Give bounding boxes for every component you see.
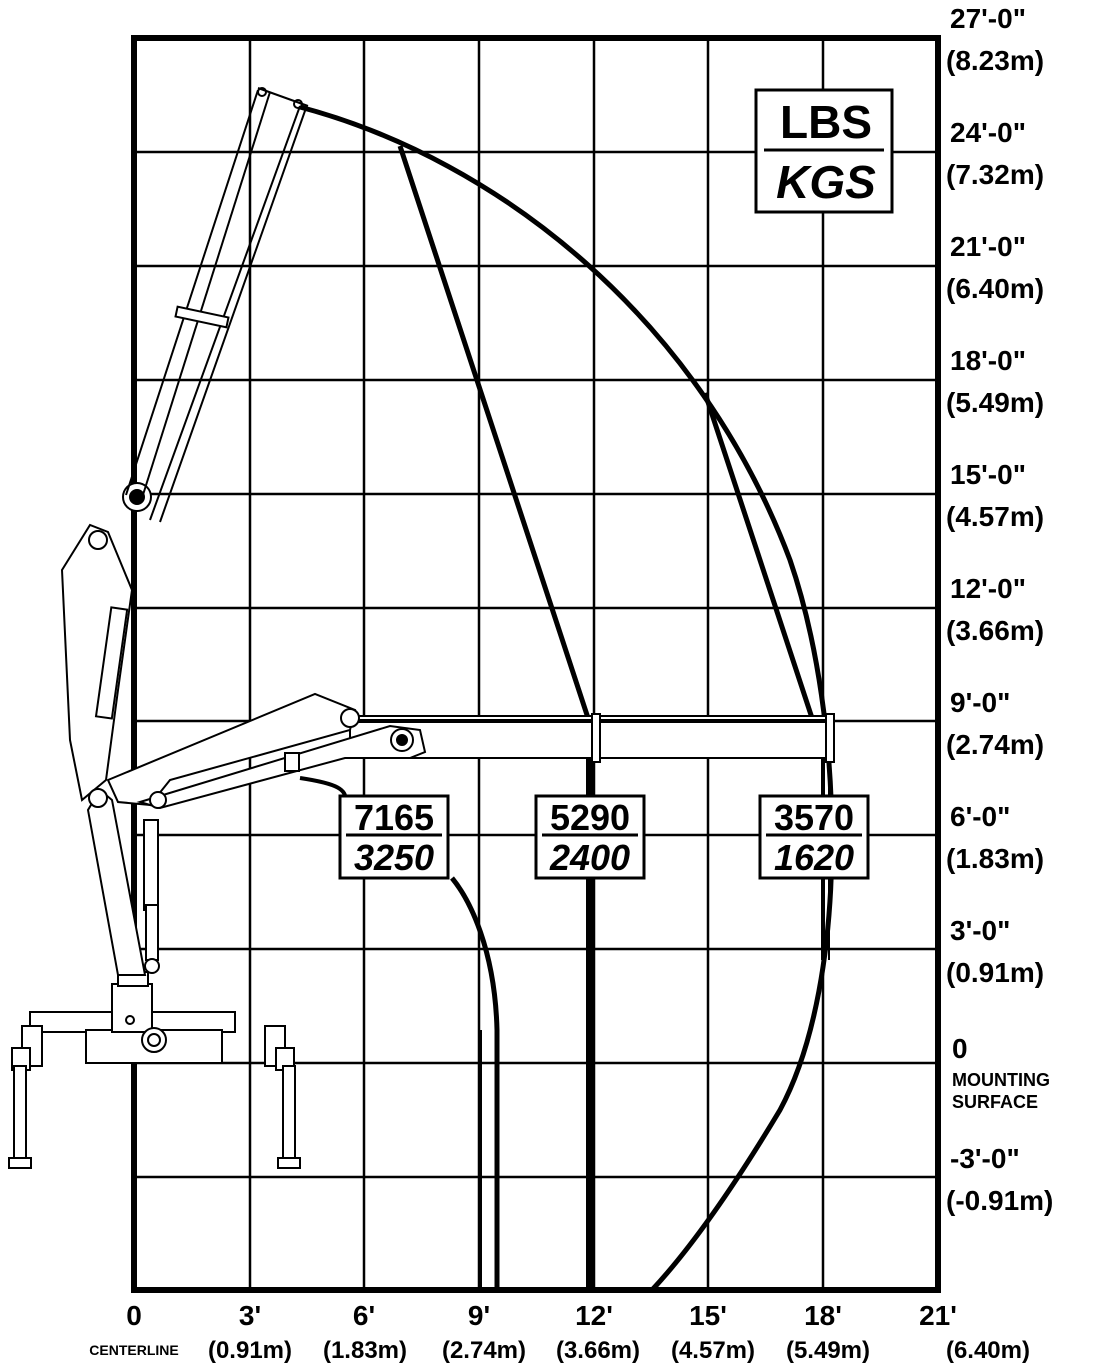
capacity-lbs: 7165 xyxy=(354,797,434,838)
y-tick-ft: 21'-0" xyxy=(950,231,1026,262)
capacity-box-3: 3570 1620 xyxy=(758,794,870,880)
capacity-kgs: 3250 xyxy=(354,837,434,878)
y-tick-m: (1.83m) xyxy=(946,843,1044,874)
y-tick-ft: -3'-0" xyxy=(950,1143,1020,1174)
y-tick-ft: 3'-0" xyxy=(950,915,1010,946)
crane-column xyxy=(60,482,160,976)
y-zero-label: SURFACE xyxy=(952,1092,1038,1112)
y-tick-m: (3.66m) xyxy=(946,615,1044,646)
crane-base xyxy=(8,971,301,1169)
x-tick-m: (5.49m) xyxy=(786,1337,870,1364)
x-tick-ft: 9' xyxy=(468,1300,490,1331)
chart-frame xyxy=(131,35,941,1293)
capacity-box-2: 5290 2400 xyxy=(534,794,646,880)
y-tick-ft: 6'-0" xyxy=(950,801,1010,832)
x-tick-m: (3.66m) xyxy=(556,1337,640,1364)
raised-boom xyxy=(125,87,309,523)
y-tick-m: (0.91m) xyxy=(946,957,1044,988)
y-tick-ft: 12'-0" xyxy=(950,573,1026,604)
y-tick-ft: 0 xyxy=(952,1033,968,1064)
y-axis-labels: 27'-0" (8.23m) 24'-0" (7.32m) 21'-0" (6.… xyxy=(946,3,1053,1216)
capacity-box-1: 7165 3250 xyxy=(338,794,450,880)
y-tick-ft: 27'-0" xyxy=(950,3,1026,34)
y-tick-ft: 24'-0" xyxy=(950,117,1026,148)
horizontal-boom xyxy=(349,713,835,763)
unit-legend-lbs: LBS xyxy=(780,96,872,148)
unit-legend: LBS KGS xyxy=(754,88,894,214)
capacity-kgs: 2400 xyxy=(549,837,630,878)
y-tick-m: (6.40m) xyxy=(946,273,1044,304)
y-tick-m: (-0.91m) xyxy=(946,1185,1053,1216)
x-tick-ft: 21' xyxy=(919,1300,957,1331)
y-tick-m: (5.49m) xyxy=(946,387,1044,418)
x-tick-ft: 0 xyxy=(126,1300,142,1331)
envelope-lines xyxy=(397,145,815,719)
x-tick-ft: 3' xyxy=(239,1300,261,1331)
y-tick-m: (4.57m) xyxy=(946,501,1044,532)
x-zero-label: CENTERLINE xyxy=(89,1342,178,1358)
x-tick-m: (6.40m) xyxy=(946,1337,1030,1364)
x-tick-ft: 12' xyxy=(575,1300,613,1331)
capacity-lbs: 3570 xyxy=(774,797,854,838)
x-tick-m: (0.91m) xyxy=(208,1337,292,1364)
unit-legend-kgs: KGS xyxy=(776,156,876,208)
y-tick-ft: 9'-0" xyxy=(950,687,1010,718)
y-zero-label: MOUNTING xyxy=(952,1070,1050,1090)
y-tick-m: (2.74m) xyxy=(946,729,1044,760)
y-tick-m: (7.32m) xyxy=(946,159,1044,190)
y-tick-ft: 15'-0" xyxy=(950,459,1026,490)
y-tick-ft: 18'-0" xyxy=(950,345,1026,376)
x-tick-m: (2.74m) xyxy=(442,1337,526,1364)
x-tick-m: (4.57m) xyxy=(671,1337,755,1364)
lower-boom xyxy=(106,692,427,810)
reach-envelope-arc xyxy=(299,104,835,1292)
y-tick-m: (8.23m) xyxy=(946,45,1044,76)
capacity-lbs: 5290 xyxy=(550,797,630,838)
x-tick-ft: 6' xyxy=(353,1300,375,1331)
x-axis-labels: 0 3' 6' 9' 12' 15' 18' 21' CENTERLINE (0… xyxy=(89,1300,1030,1364)
x-tick-m: (1.83m) xyxy=(323,1337,407,1364)
x-tick-ft: 15' xyxy=(689,1300,727,1331)
capacity-kgs: 1620 xyxy=(774,837,854,878)
x-tick-ft: 18' xyxy=(804,1300,842,1331)
